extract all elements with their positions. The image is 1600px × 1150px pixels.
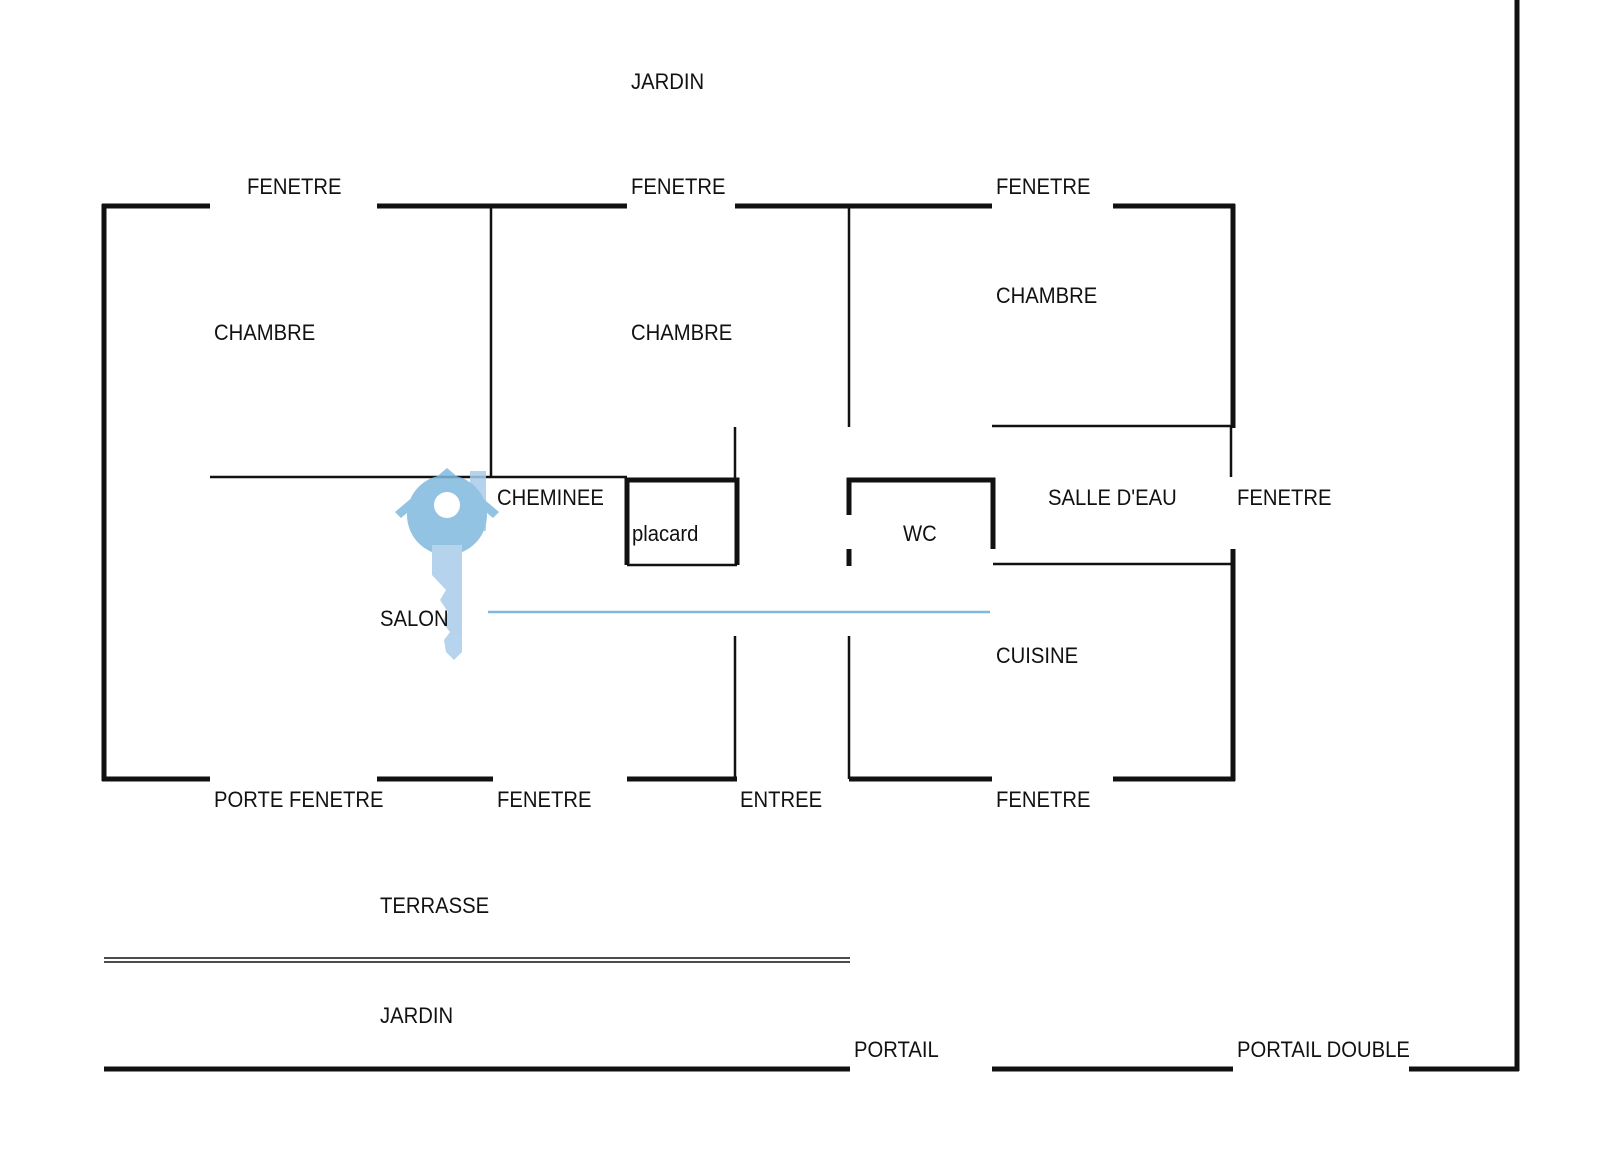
label-fenetre-bottom-1: FENETRE bbox=[497, 787, 592, 812]
label-portail-double: PORTAIL DOUBLE bbox=[1237, 1037, 1410, 1062]
label-wc: WC bbox=[903, 521, 937, 546]
label-fenetre-top-1: FENETRE bbox=[247, 174, 342, 199]
label-fenetre-bottom-2: FENETRE bbox=[996, 787, 1091, 812]
label-fenetre-top-3: FENETRE bbox=[996, 174, 1091, 199]
label-portail: PORTAIL bbox=[854, 1037, 939, 1062]
label-chambre-3: CHAMBRE bbox=[996, 283, 1098, 308]
garden-fence bbox=[104, 0, 1520, 1072]
label-jardin-bottom: JARDIN bbox=[380, 1003, 454, 1028]
label-fenetre-right: FENETRE bbox=[1237, 485, 1332, 510]
label-placard: placard bbox=[632, 521, 699, 546]
label-chambre-2: CHAMBRE bbox=[631, 320, 733, 345]
label-cheminee: CHEMINEE bbox=[497, 485, 604, 510]
exterior-walls bbox=[101, 203, 1236, 782]
label-fenetre-top-2: FENETRE bbox=[631, 174, 726, 199]
label-entree: ENTREE bbox=[740, 787, 823, 812]
label-salon: SALON bbox=[380, 606, 449, 631]
label-porte-fenetre: PORTE FENETRE bbox=[214, 787, 384, 812]
label-terrasse: TERRASSE bbox=[380, 893, 490, 918]
key-logo-icon bbox=[395, 468, 499, 660]
placard-box bbox=[624, 477, 740, 567]
label-chambre-1: CHAMBRE bbox=[214, 320, 316, 345]
label-salle-deau: SALLE D'EAU bbox=[1048, 485, 1177, 510]
label-jardin-top: JARDIN bbox=[631, 69, 705, 94]
terrasse-border bbox=[104, 957, 850, 963]
wc-box bbox=[846, 477, 996, 566]
label-cuisine: CUISINE bbox=[996, 643, 1079, 668]
interior-walls bbox=[210, 206, 1233, 779]
